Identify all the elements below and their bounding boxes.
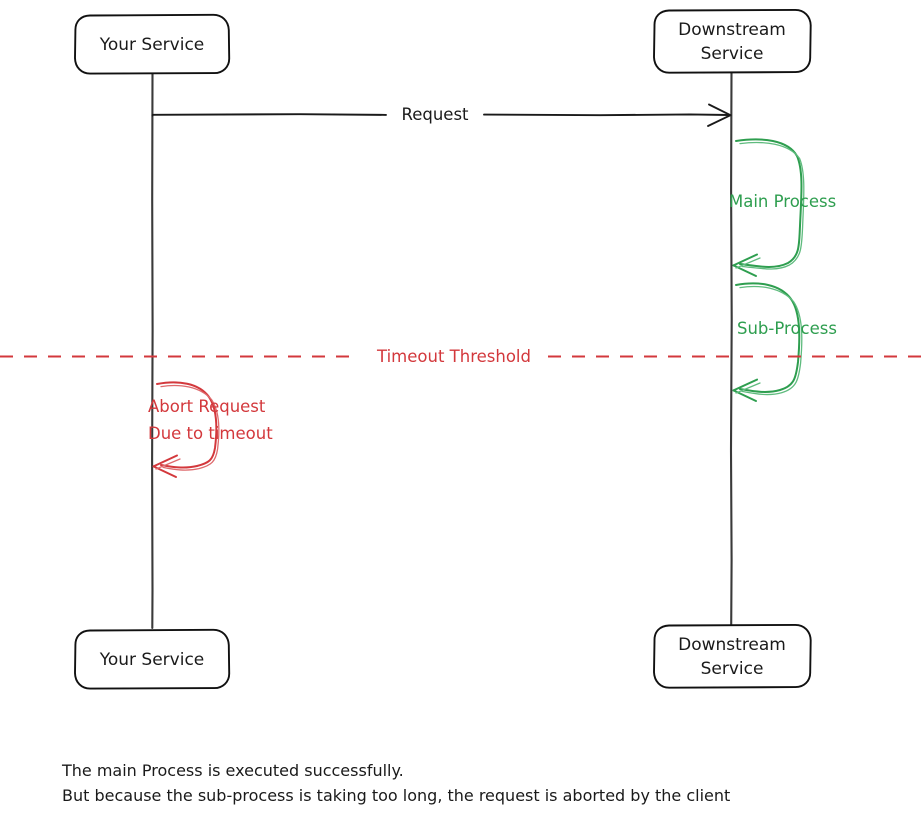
participant-label-your-service-top: Your Service (99, 35, 205, 55)
caption-line-2: But because the sub-process is taking to… (62, 786, 730, 805)
self-loop-label-abort-request-line1: Abort Request (148, 397, 266, 416)
participant-box-your-service-top[interactable]: Your Service (74, 13, 231, 75)
self-loop-label-main-process: Main Process (729, 192, 836, 211)
caption: The main Process is executed successfull… (61, 761, 730, 805)
lifeline-downstream-service (729, 70, 733, 627)
participant-box-downstream-service-top[interactable]: Downstream Service (653, 8, 812, 74)
participant-label-downstream-service-bottom-line1: Downstream (678, 635, 786, 655)
timeout-threshold: Timeout Threshold (0, 347, 924, 366)
participant-label-your-service-bottom: Your Service (99, 650, 205, 670)
participant-box-your-service-bottom[interactable]: Your Service (74, 628, 231, 690)
self-loop-label-sub-process: Sub-Process (737, 319, 837, 338)
message-arrow-request[interactable]: Request (151, 103, 732, 127)
timeout-threshold-label: Timeout Threshold (376, 347, 531, 366)
lifeline-your-service (151, 71, 154, 630)
participant-label-downstream-service-bottom-line2: Service (701, 659, 764, 679)
participant-label-downstream-service-top-line1: Downstream (678, 20, 786, 40)
participant-label-downstream-service-top-line2: Service (701, 44, 764, 64)
self-loop-sub-process[interactable]: Sub-Process (732, 282, 837, 402)
self-loop-label-abort-request-line2: Due to timeout (148, 424, 273, 443)
participant-box-downstream-service-bottom[interactable]: Downstream Service (653, 623, 812, 689)
self-loop-abort-request[interactable]: Abort Request Due to timeout (148, 381, 273, 478)
message-label-request: Request (401, 105, 469, 124)
caption-line-1: The main Process is executed successfull… (61, 761, 404, 780)
self-loop-main-process[interactable]: Main Process (729, 138, 836, 277)
